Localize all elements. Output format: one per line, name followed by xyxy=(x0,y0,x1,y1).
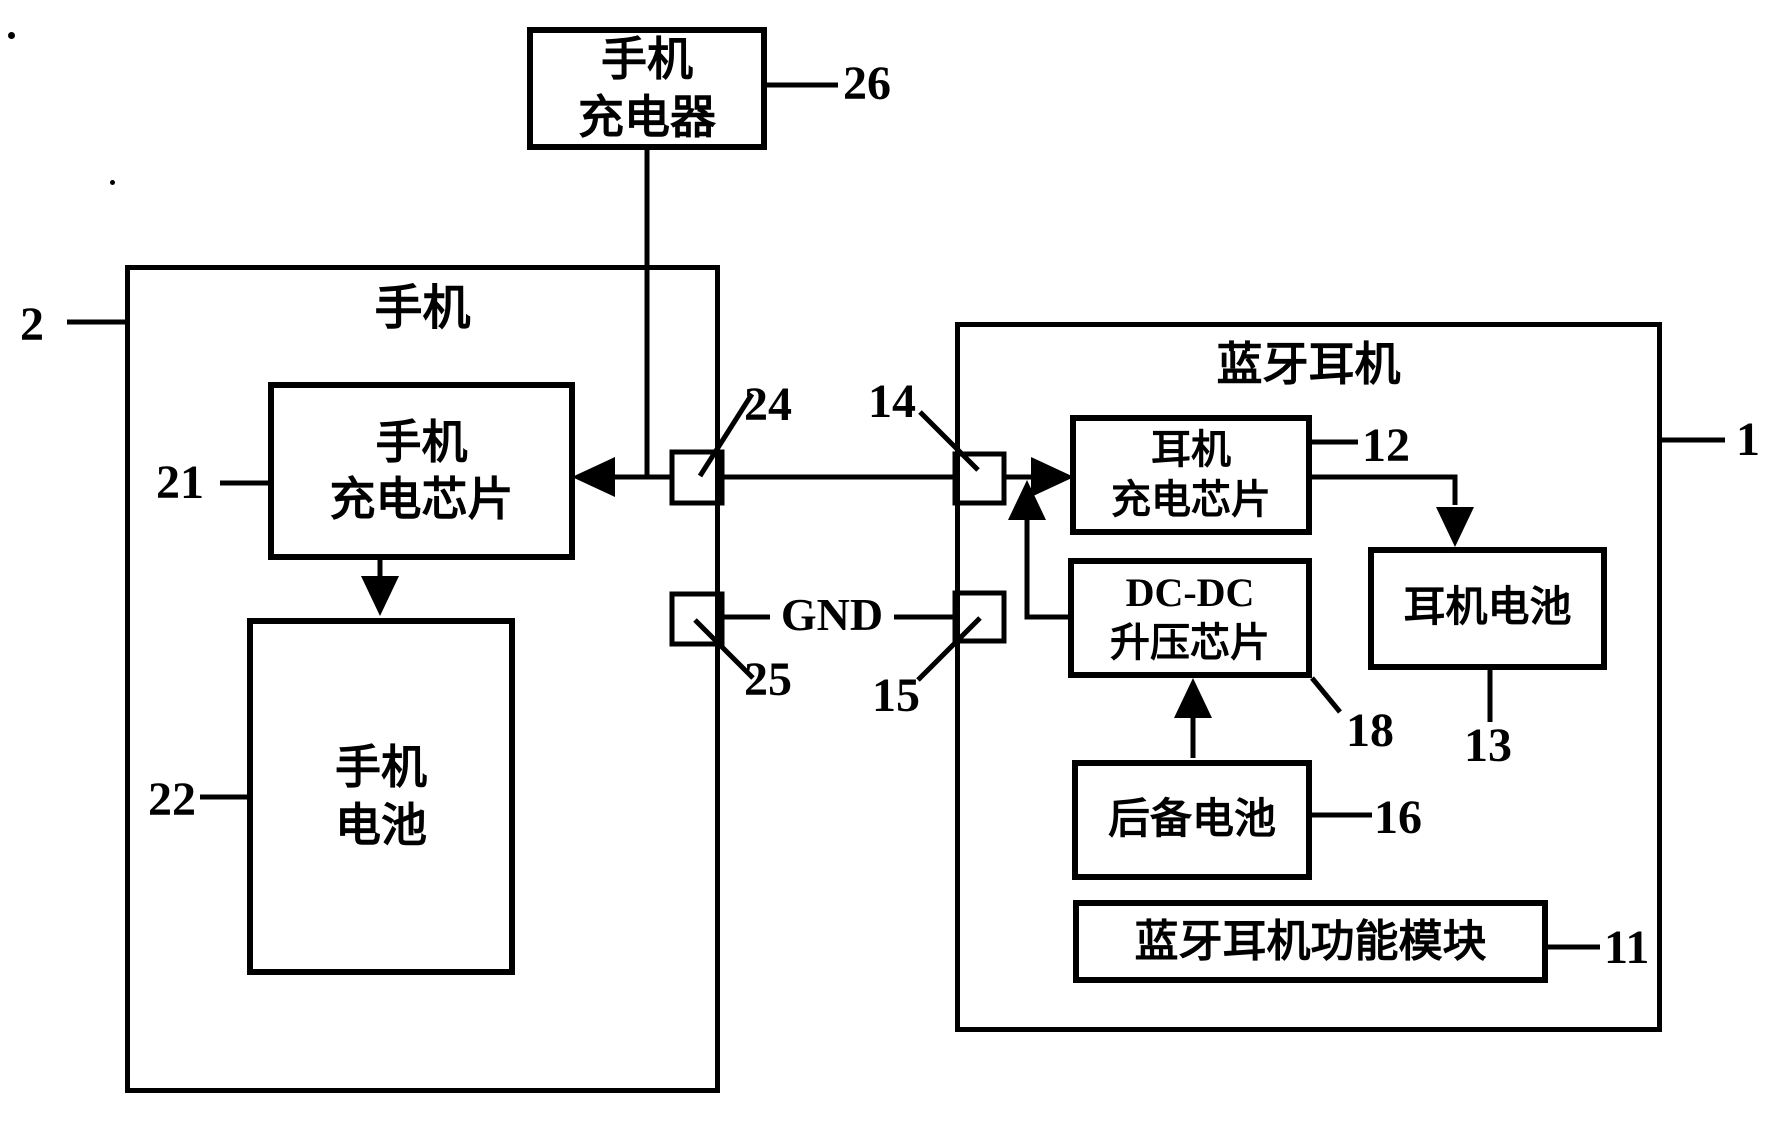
connector-14 xyxy=(952,451,1007,506)
headset-charging-chip-line1: 耳机 xyxy=(1151,427,1231,472)
ref-label-11: 11 xyxy=(1604,921,1650,974)
phone-charger-label-line2: 充电器 xyxy=(578,91,716,143)
arrowhead-into-headset-battery xyxy=(1436,507,1474,547)
ref-label-21: 21 xyxy=(156,456,204,509)
connector-24 xyxy=(669,449,725,506)
backup-battery-label: 后备电池 xyxy=(1107,796,1276,843)
arrowhead-backup-up xyxy=(1174,678,1212,718)
dcdc-boost-chip-line2: 升压芯片 xyxy=(1110,620,1270,665)
ref-label-18: 18 xyxy=(1346,704,1394,757)
diagonal-leader-25 xyxy=(693,618,755,680)
scan-artifact-dot xyxy=(110,180,115,185)
diagonal-leader-18 xyxy=(1310,676,1342,714)
ref-label-2: 2 xyxy=(20,298,44,351)
phone-title: 手机 xyxy=(374,282,471,335)
arrowhead-into-phone-battery xyxy=(361,576,399,616)
connector-15 xyxy=(952,590,1007,644)
ref-label-12: 12 xyxy=(1362,419,1410,472)
chip-to-battery-line xyxy=(1312,474,1458,505)
phone-charging-chip-line1: 手机 xyxy=(375,416,468,468)
gnd-label: GND xyxy=(770,588,894,641)
ref-label-22: 22 xyxy=(148,773,196,826)
connector-25 xyxy=(669,591,725,647)
ref-label-26: 26 xyxy=(843,57,891,110)
diagonal-leader-14 xyxy=(918,410,980,472)
headset-charging-chip-line2: 充电芯片 xyxy=(1111,477,1271,522)
phone-charger-label-line1: 手机 xyxy=(601,34,693,85)
phone-charging-chip-line2: 充电芯片 xyxy=(329,474,514,525)
dcdc-boost-chip-line1: DC-DC xyxy=(1125,570,1255,615)
ref-label-14: 14 xyxy=(868,375,916,428)
phone-box xyxy=(125,265,720,1093)
headset-battery-box: 耳机电池 xyxy=(1368,547,1607,670)
ref-label-13: 13 xyxy=(1464,719,1512,772)
bluetooth-headset-title: 蓝牙耳机 xyxy=(1216,339,1401,390)
backup-battery-box: 后备电池 xyxy=(1072,760,1312,880)
phone-battery-line2: 电池 xyxy=(335,799,427,851)
ref-label-1: 1 xyxy=(1736,413,1760,466)
phone-charging-chip-box: 手机 充电芯片 xyxy=(268,382,575,560)
ref-label-15: 15 xyxy=(872,669,920,722)
ref-label-24: 24 xyxy=(744,378,792,431)
diagonal-leader-24 xyxy=(697,392,755,478)
headset-function-module-box: 蓝牙耳机功能模块 xyxy=(1073,900,1548,983)
dcdc-output-line xyxy=(1024,496,1068,620)
phone-charger-box: 手机 充电器 xyxy=(527,27,767,150)
scan-artifact-dot xyxy=(8,32,15,39)
phone-battery-line1: 手机 xyxy=(335,742,427,793)
ref-label-16: 16 xyxy=(1374,791,1422,844)
headset-function-module-label: 蓝牙耳机功能模块 xyxy=(1134,917,1487,966)
headset-charging-chip-box: 耳机 充电芯片 xyxy=(1070,415,1312,535)
bluetooth-headset-box xyxy=(955,322,1662,1032)
ref-label-25: 25 xyxy=(744,653,792,706)
dcdc-boost-chip-box: DC-DC 升压芯片 xyxy=(1068,558,1312,678)
headset-battery-label: 耳机电池 xyxy=(1403,585,1572,632)
arrowhead-into-headset-chip xyxy=(1031,457,1074,497)
arrowhead-into-phone-chip xyxy=(572,457,615,497)
phone-battery-box: 手机 电池 xyxy=(247,618,515,975)
arrowhead-dcdc-up xyxy=(1008,480,1046,520)
diagonal-leader-15 xyxy=(916,616,982,682)
